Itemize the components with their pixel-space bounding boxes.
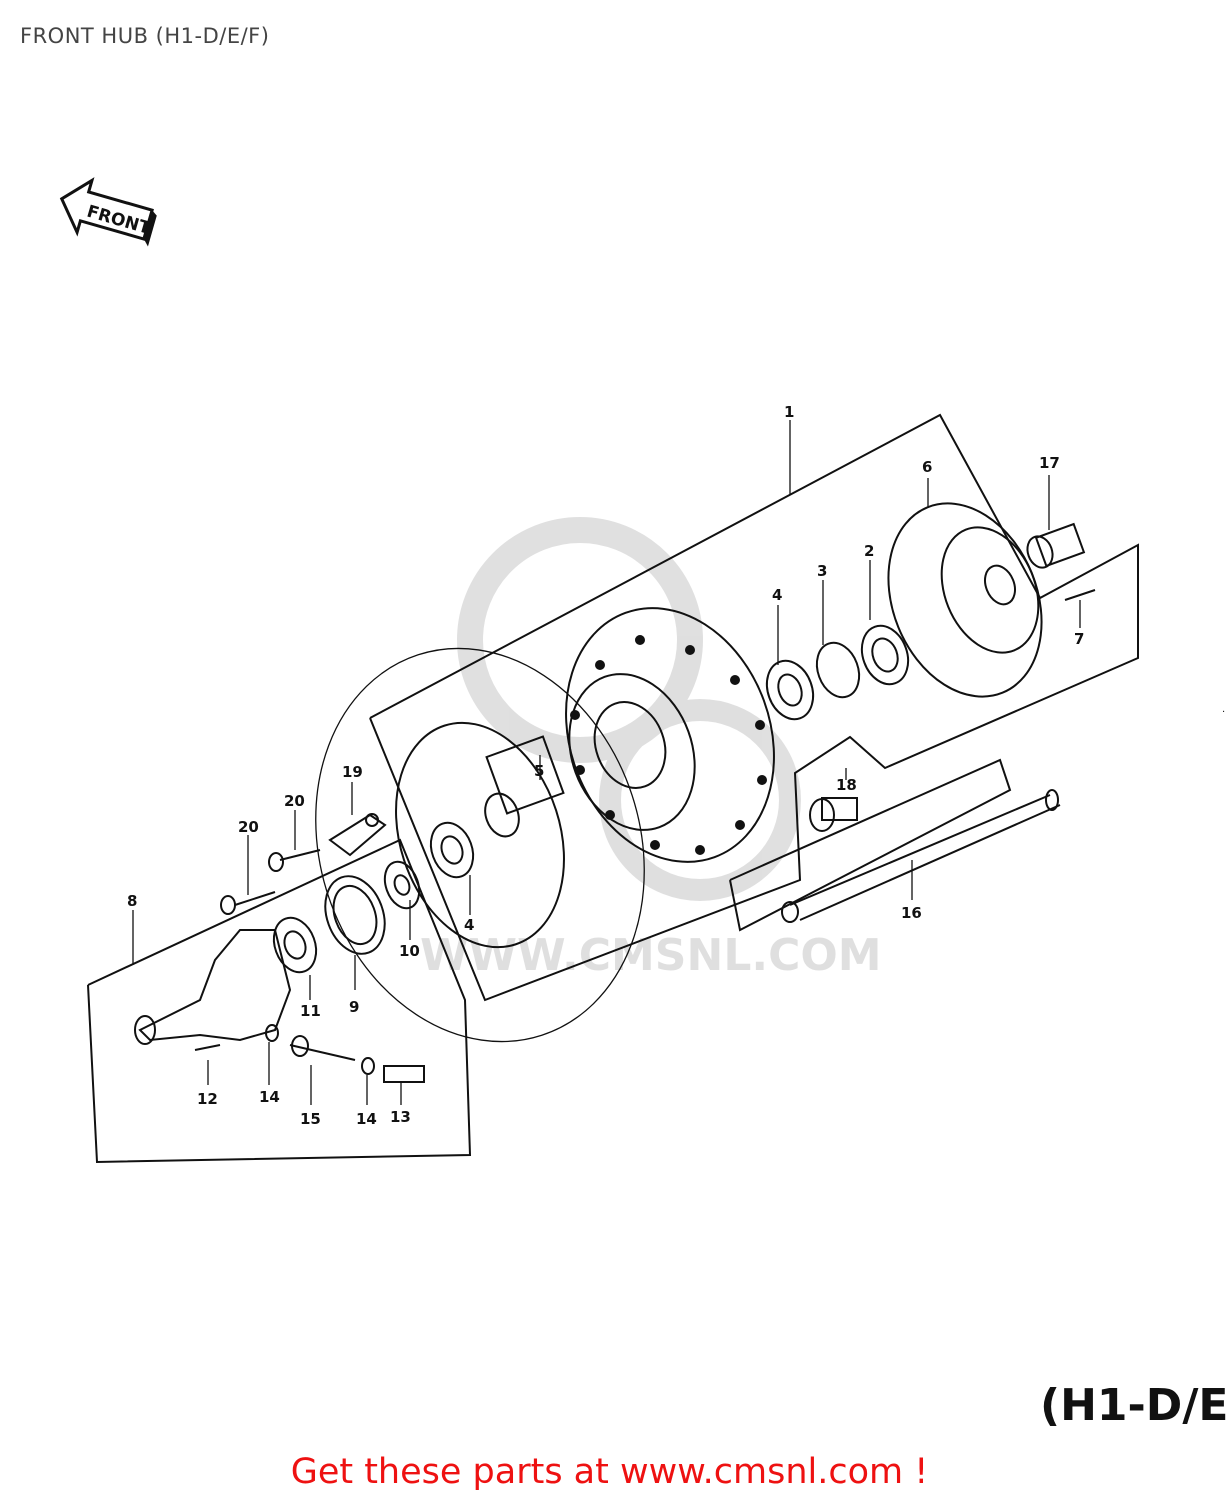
leader-lines: [132, 420, 1081, 1105]
page-title: FRONT HUB (H1-D/E/F): [20, 24, 270, 48]
callout-20a: 20: [284, 792, 305, 810]
axle-16: [781, 789, 1061, 923]
callout-18: 18: [836, 776, 857, 794]
bushing-13: [383, 1065, 425, 1083]
callout-15: 15: [300, 1110, 321, 1128]
callout-2: 2: [864, 542, 874, 560]
footer-link-text[interactable]: Get these parts at www.cmsnl.com !: [290, 1452, 929, 1492]
callout-4b: 4: [464, 916, 474, 934]
speedometer-pinion-15: [289, 1035, 356, 1061]
hub-assembly-outline: [369, 413, 1139, 1002]
lock-plate-19: [328, 813, 387, 857]
axle-group-outline: [729, 758, 1012, 932]
footer-parts-link[interactable]: Get these parts at www.cmsnl.com !: [0, 1452, 1229, 1492]
circlip-3: [815, 641, 861, 699]
bolt-7: [1064, 589, 1096, 601]
hub-body: [565, 607, 775, 863]
callout-11: 11: [300, 1002, 321, 1020]
callout-10: 10: [399, 942, 420, 960]
callout-4a: 4: [772, 586, 782, 604]
spacer-18: [809, 797, 858, 832]
bearing-4-left: [429, 821, 475, 879]
callout-16: 16: [901, 904, 922, 922]
front-arrow-icon: FRONT: [59, 177, 157, 247]
gear-11: [272, 916, 318, 974]
washer-14-right: [361, 1057, 375, 1075]
callout-20b: 20: [238, 818, 259, 836]
edge-mark: .: [1222, 704, 1225, 715]
callout-9: 9: [349, 998, 359, 1016]
callout-5: 5: [534, 762, 544, 780]
callout-labels: 1 2 3 4 4 5 6 7 8 9 10 11 12 13 14 14 15…: [127, 403, 1084, 1128]
model-stamp: (H1-D/E: [1040, 1380, 1228, 1431]
callout-19: 19: [342, 763, 363, 781]
seal-9: [324, 875, 386, 955]
callout-1: 1: [784, 403, 794, 421]
callout-14a: 14: [259, 1088, 280, 1106]
callout-3: 3: [817, 562, 827, 580]
callout-17: 17: [1039, 454, 1060, 472]
bolts-20: [220, 849, 321, 915]
oil-seal-2: [860, 624, 910, 686]
brake-panel: [395, 721, 565, 949]
collar-10: [383, 860, 421, 910]
pin-12: [194, 1044, 221, 1051]
callout-12: 12: [197, 1090, 218, 1108]
callout-8: 8: [127, 892, 137, 910]
hub-cover-8: [134, 929, 292, 1045]
callout-6: 6: [922, 458, 932, 476]
washer-14-left: [265, 1024, 279, 1042]
collar-17: [1026, 522, 1086, 569]
bearing-4-right: [765, 659, 815, 721]
watermark-text: WWW.CMSNL.COM: [420, 930, 882, 981]
callout-7: 7: [1074, 630, 1084, 648]
callout-13: 13: [390, 1108, 411, 1126]
callout-14b: 14: [356, 1110, 377, 1128]
watermark: WWW.CMSNL.COM: [420, 517, 882, 981]
cover-group-outline: [87, 838, 472, 1164]
